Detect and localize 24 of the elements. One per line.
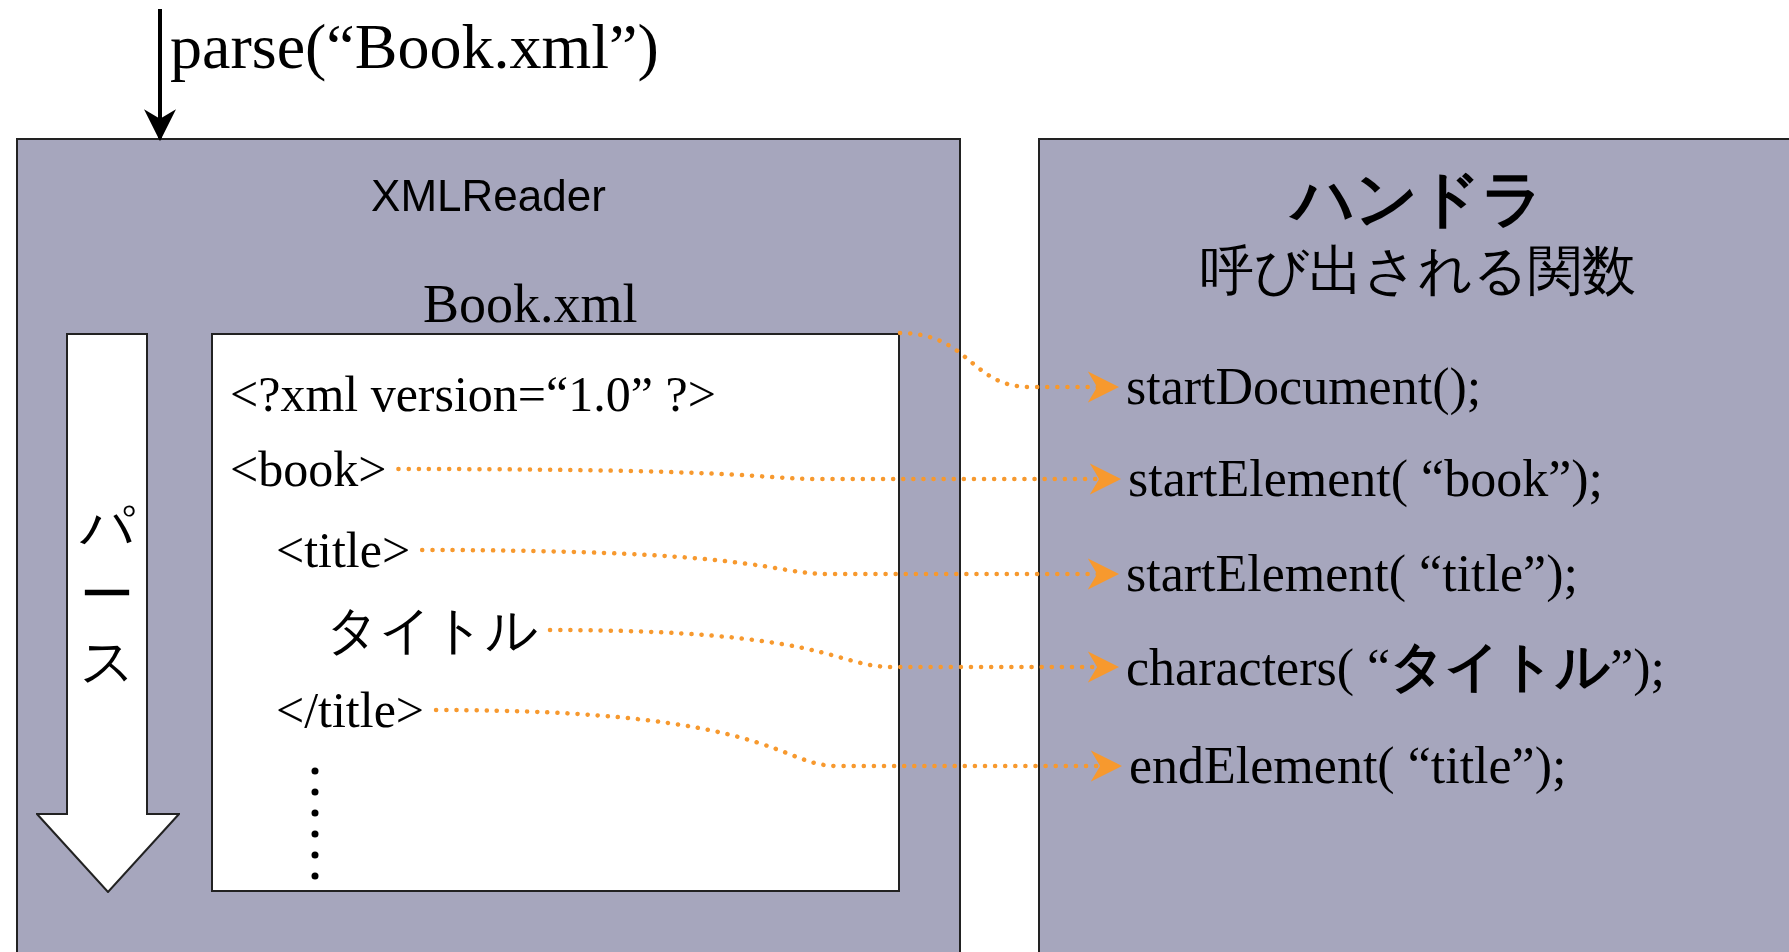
code-line: startElement( “title”); <box>1126 548 1578 600</box>
code-line: characters( “タイトル”); <box>1126 640 1665 694</box>
down-arrow <box>36 333 180 893</box>
panel-subtitle: 呼び出される関数 <box>1199 244 1637 298</box>
code-line: <title> <box>276 525 411 575</box>
dotted-arrow <box>419 547 1120 590</box>
dotted-arrow <box>897 330 1120 403</box>
panel-title: XMLReader <box>371 174 606 218</box>
arrow-label: パース <box>79 494 136 695</box>
code-line: タイトル <box>326 604 538 656</box>
panel-title: ハンドラ <box>1040 168 1789 230</box>
code-line: <?xml version=“1.0” ?> <box>230 369 716 419</box>
dotted-arrow <box>433 707 1123 782</box>
code-line: </title> <box>276 685 425 735</box>
code-line: endElement( “title”); <box>1129 740 1567 792</box>
panel <box>16 138 961 952</box>
dotted-arrow <box>396 463 1122 495</box>
arrow <box>144 9 176 142</box>
dotted-arrow <box>547 627 1120 683</box>
code-line: <book> <box>230 444 387 494</box>
code-line: startDocument(); <box>1126 361 1482 413</box>
document-title: Book.xml <box>423 277 638 331</box>
code-line: startElement( “book”); <box>1128 453 1604 505</box>
panel <box>1038 138 1789 952</box>
